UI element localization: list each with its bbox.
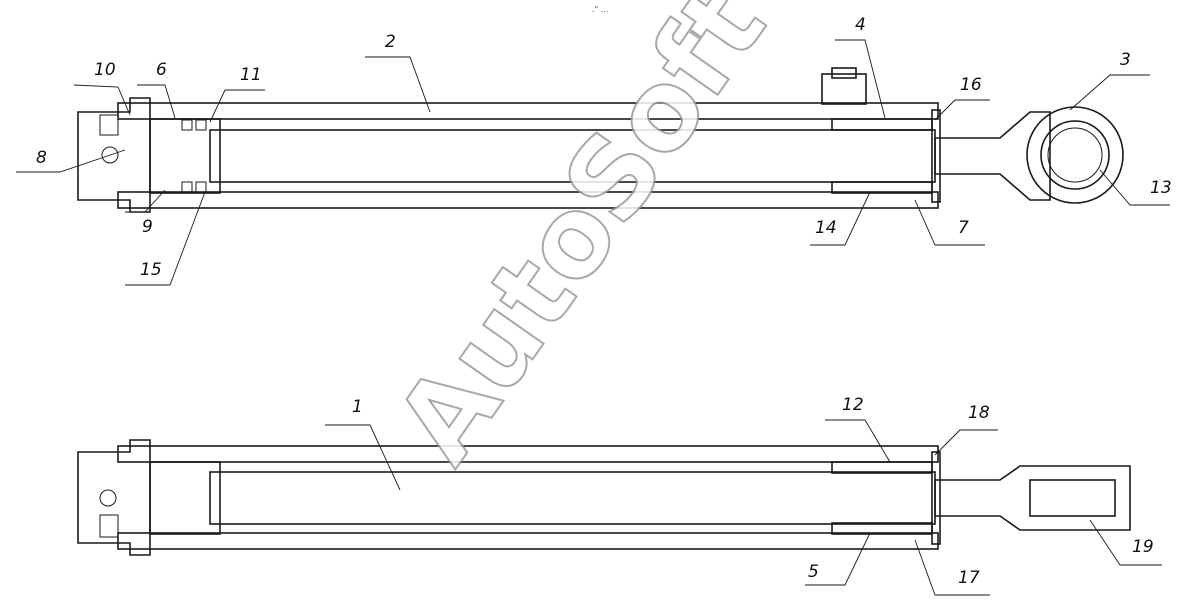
callout-3: 3 — [1120, 50, 1131, 70]
leader-5 — [805, 532, 871, 586]
callout-2: 2 — [385, 32, 396, 52]
top-cylinder-view — [77, 67, 1124, 213]
top-eye-bore — [1047, 127, 1103, 183]
top-seal-c — [181, 181, 193, 193]
top-port-fitting — [831, 67, 857, 79]
top-port-boss — [821, 73, 867, 105]
leader-11 — [209, 89, 265, 123]
callout-18: 18 — [968, 403, 990, 423]
leader-15 — [125, 191, 206, 286]
leader-14 — [810, 191, 871, 246]
top-plug — [99, 114, 119, 136]
leader-8 — [16, 149, 126, 173]
top-seal-b — [195, 119, 207, 131]
callout-10: 10 — [94, 60, 116, 80]
bottom-barrel-lower-wall — [117, 532, 939, 550]
leader-16 — [934, 99, 990, 121]
top-eye-bushing — [1040, 120, 1110, 190]
callout-8: 8 — [36, 148, 47, 168]
callout-14: 14 — [815, 218, 837, 238]
leader-18 — [934, 429, 998, 456]
top-eye — [1026, 106, 1124, 204]
leader-7 — [914, 199, 985, 246]
leader-10 — [73, 84, 131, 116]
top-barrel-upper-wall — [117, 102, 939, 120]
leader-19 — [1089, 519, 1162, 566]
top-ball-check — [101, 146, 119, 164]
leader-3 — [1069, 74, 1150, 111]
leader-1 — [325, 424, 401, 491]
callout-12: 12 — [842, 395, 864, 415]
bottom-piston — [149, 461, 221, 535]
callout-17: 17 — [958, 568, 980, 588]
bottom-fork-end — [934, 465, 1131, 531]
bottom-wiper-ring — [931, 451, 941, 545]
leader-13 — [1099, 169, 1170, 206]
top-seal-a — [181, 119, 193, 131]
top-rear-end-cap — [77, 97, 151, 213]
bottom-plug — [99, 514, 119, 538]
bottom-barrel-upper-wall — [117, 445, 939, 463]
bottom-piston-rod — [209, 471, 936, 525]
leader-9 — [125, 189, 166, 213]
callout-1: 1 — [352, 397, 363, 417]
callout-7: 7 — [958, 218, 969, 238]
bottom-rear-end-cap — [77, 439, 151, 556]
autosoft-watermark: AutoSoft — [371, 0, 790, 485]
top-wiper-ring — [931, 109, 941, 203]
callout-13: 13 — [1150, 178, 1172, 198]
top-seal-d — [195, 181, 207, 193]
top-piston — [149, 118, 221, 194]
callout-5: 5 — [808, 562, 819, 582]
bottom-cylinder-view — [77, 439, 1131, 556]
leader-4 — [835, 39, 886, 119]
callout-16: 16 — [960, 75, 982, 95]
top-gland-upper — [831, 118, 933, 131]
leader-6 — [137, 84, 176, 119]
leader-2 — [365, 56, 431, 113]
callout-6: 6 — [156, 60, 167, 80]
top-rod-end — [934, 111, 1051, 201]
bottom-ball-check — [99, 489, 117, 507]
callout-4: 4 — [855, 15, 866, 35]
leader-lines — [16, 39, 1170, 596]
header-mark: ." ... — [592, 5, 608, 14]
callout-9: 9 — [142, 217, 153, 237]
callout-15: 15 — [140, 260, 162, 280]
leader-12 — [825, 419, 891, 463]
callout-19: 19 — [1132, 537, 1154, 557]
bottom-fork-bushing — [1029, 479, 1116, 517]
callout-11: 11 — [240, 65, 262, 85]
leader-17 — [914, 539, 990, 596]
